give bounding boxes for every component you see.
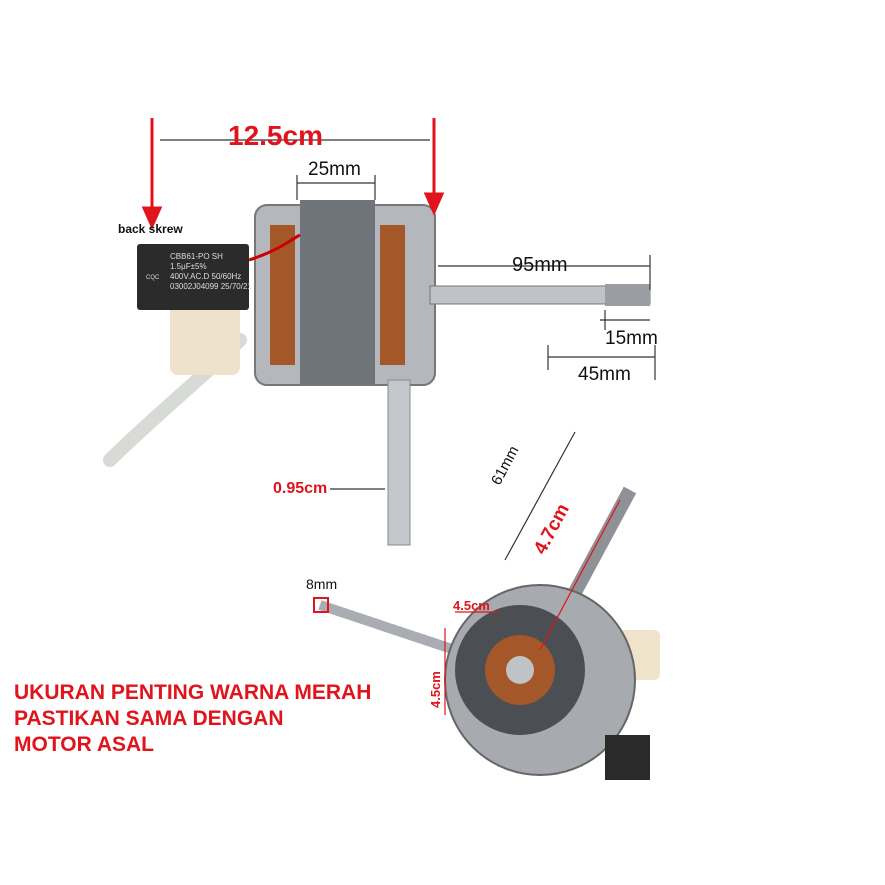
top-motor	[103, 200, 651, 546]
frame-height-label: 4.5cm	[428, 671, 443, 708]
capacitor-code: 03002J04099 25/70/21	[170, 282, 252, 291]
thread-diameter-label: 8mm	[306, 576, 338, 592]
back-screw-label: back skrew	[118, 222, 183, 236]
capacitor-capacitance: 1.5μF±5%	[170, 262, 207, 271]
note-line: UKURAN PENTING WARNA MERAH	[14, 681, 372, 704]
overall-length-label: 12.5cm	[228, 120, 323, 151]
important-note: UKURAN PENTING WARNA MERAH PASTIKAN SAMA…	[14, 680, 371, 758]
note-line: MOTOR ASAL	[14, 733, 154, 756]
note-line: PASTIKAN SAMA DENGAN	[14, 707, 284, 730]
lower-shaft-diameter-label: 0.95cm	[273, 480, 328, 497]
shaft-length-label: 95mm	[512, 254, 568, 276]
capacitor-rating: 400V.AC.D 50/60Hz	[170, 272, 242, 281]
capacitor-text: CBB61-PO SH 1.5μF±5% 400V.AC.D 50/60Hz 0…	[170, 252, 252, 292]
frame-width-label: 4.5cm	[453, 598, 490, 613]
stator-width-label: 25mm	[308, 159, 361, 180]
cqc-mark: CQC	[146, 275, 160, 281]
capacitor	[137, 244, 249, 310]
thread-length-label: 15mm	[605, 328, 658, 349]
shaft-tip-label: 45mm	[578, 364, 631, 385]
capacitor-model: CBB61-PO SH	[170, 252, 223, 261]
bottom-motor	[318, 486, 660, 780]
